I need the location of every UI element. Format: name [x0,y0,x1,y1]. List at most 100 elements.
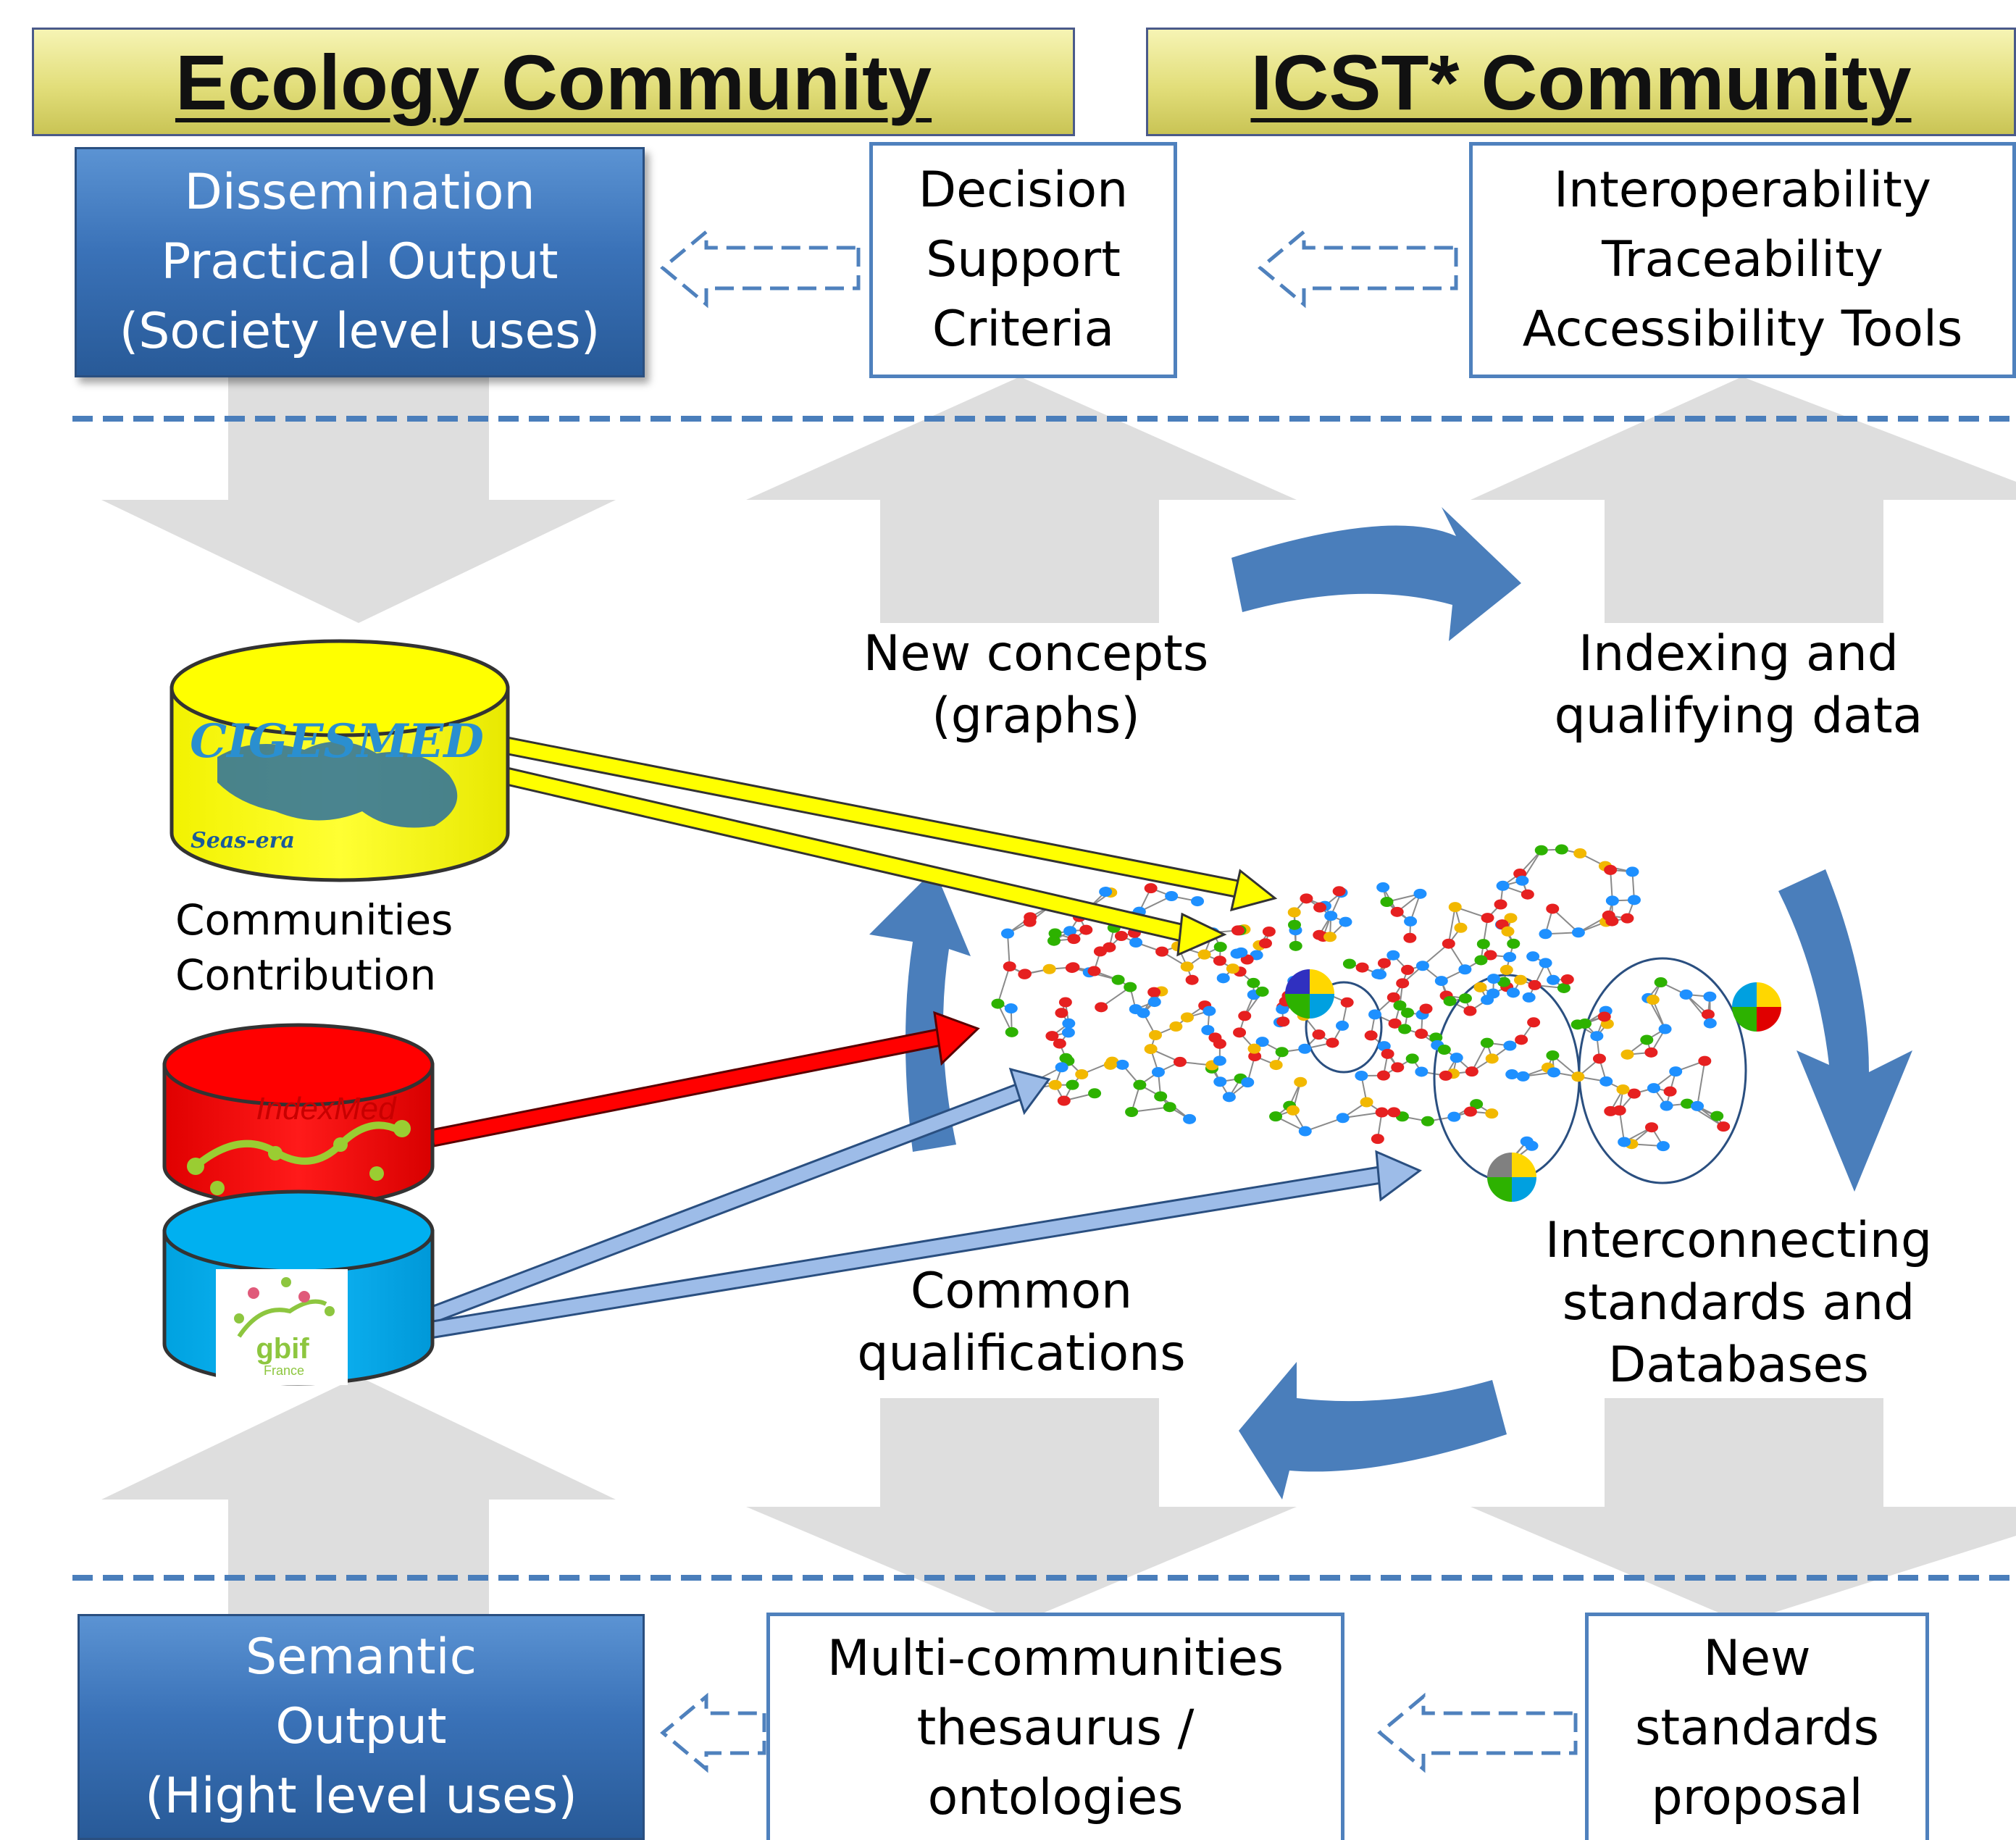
network-node [1226,963,1239,974]
network-node [1669,1066,1683,1077]
network-node [1450,1053,1463,1063]
network-node [1458,993,1472,1004]
thesaurus-line-1: Multi-communities [827,1629,1284,1687]
network-node [1048,1079,1062,1090]
cigesmed-label: CIGESMED [190,714,484,769]
network-node [1437,1045,1451,1055]
network-nodes [991,844,1731,1172]
network-node [1616,1084,1630,1095]
network-node [1571,927,1585,938]
network-node [1393,1000,1407,1011]
cycle-arrow-top [1231,507,1521,641]
network-node [1485,1053,1499,1064]
network-node [1656,1141,1670,1152]
network-node [1323,932,1337,942]
network-node [1222,1092,1236,1103]
network-node [1494,899,1507,910]
network-node [1238,1011,1252,1021]
decision-line-3: Criteria [932,301,1115,358]
network-node [1701,1009,1715,1020]
network-node [1000,928,1014,939]
new-concepts-line-1: New concepts [863,625,1209,682]
network-node [1647,1083,1660,1094]
network-node [1376,1070,1390,1081]
network-node [1053,1038,1066,1049]
cluster-outline [1305,981,1383,1074]
network-node [1047,935,1061,946]
new-standards-box: New standards proposal [1585,1613,1929,1840]
network-node [1497,977,1511,987]
network-node [1103,1059,1117,1070]
network-node [1360,1097,1373,1108]
network-node [1286,1105,1300,1116]
interop-line-1: Interoperability [1553,162,1932,219]
network-node [1063,926,1077,937]
common-line-1: Common [910,1263,1133,1320]
network-node [1546,903,1560,914]
network-node [1480,1037,1494,1048]
network-node [1463,1005,1477,1016]
network-node [1061,1027,1075,1038]
dashed-arrow-bottom-1 [660,1692,766,1773]
network-node [1520,1136,1534,1147]
network-node [1703,1018,1717,1029]
gbif-database [162,1189,435,1386]
dissemination-line-3: (Society level uses) [119,303,601,360]
common-qualifications-label: Common qualifications [804,1260,1239,1385]
network-node [1336,1113,1350,1124]
network-node [1401,964,1415,975]
network-node [1173,1056,1187,1067]
network-node [1515,875,1529,886]
network-node [1312,1029,1326,1040]
network-node [1503,952,1517,963]
network-node [1355,1071,1368,1082]
network-node [1066,1079,1079,1090]
network-node [1539,929,1552,940]
network-node [1137,1008,1150,1019]
network-node [1005,1026,1019,1037]
network-graph [991,844,1747,1184]
network-node [1231,925,1245,936]
network-node [1504,913,1518,924]
network-node [1505,1069,1519,1080]
dissemination-line-1: Dissemination [184,164,535,221]
indexing-line-2: qualifying data [1554,687,1923,745]
network-node [1203,1005,1216,1016]
network-node [1368,1009,1382,1020]
network-node [1679,989,1693,1000]
network-node [1717,1121,1731,1132]
network-node [1129,937,1143,948]
network-node [1042,963,1056,974]
network-node [1646,995,1660,1005]
semantic-line-2: Output [275,1698,447,1755]
network-node [1391,1062,1405,1073]
network-node [1419,1003,1433,1014]
network-node [1269,1111,1283,1122]
network-node [1515,1034,1528,1045]
network-node [1439,1070,1452,1081]
network-node [1398,1024,1412,1034]
network-node [1289,940,1302,951]
network-node [1620,1049,1634,1060]
network-node [1180,1012,1194,1023]
network-node [1604,1105,1618,1116]
network-node [1503,1040,1517,1051]
network-node [1539,958,1552,969]
network-node [1578,1019,1592,1029]
indexmed-connector [430,1011,980,1147]
interoperability-box: Interoperability Traceability Accessibil… [1469,142,2016,378]
icst-community-title: ICST* Community [1250,38,1912,126]
network-node [1213,942,1227,953]
network-node [1364,1030,1378,1041]
network-node [1191,896,1205,907]
network-node [1620,913,1634,924]
network-node [1380,897,1394,908]
network-node [1066,962,1080,973]
grey-arrow-up-middle [746,377,1297,623]
gbif-sub-label: France [264,1363,304,1378]
semantic-line-3: (Hight level uses) [145,1768,577,1825]
network-node [1339,916,1352,927]
network-node [1658,1024,1672,1034]
network-node [1055,1008,1068,1019]
